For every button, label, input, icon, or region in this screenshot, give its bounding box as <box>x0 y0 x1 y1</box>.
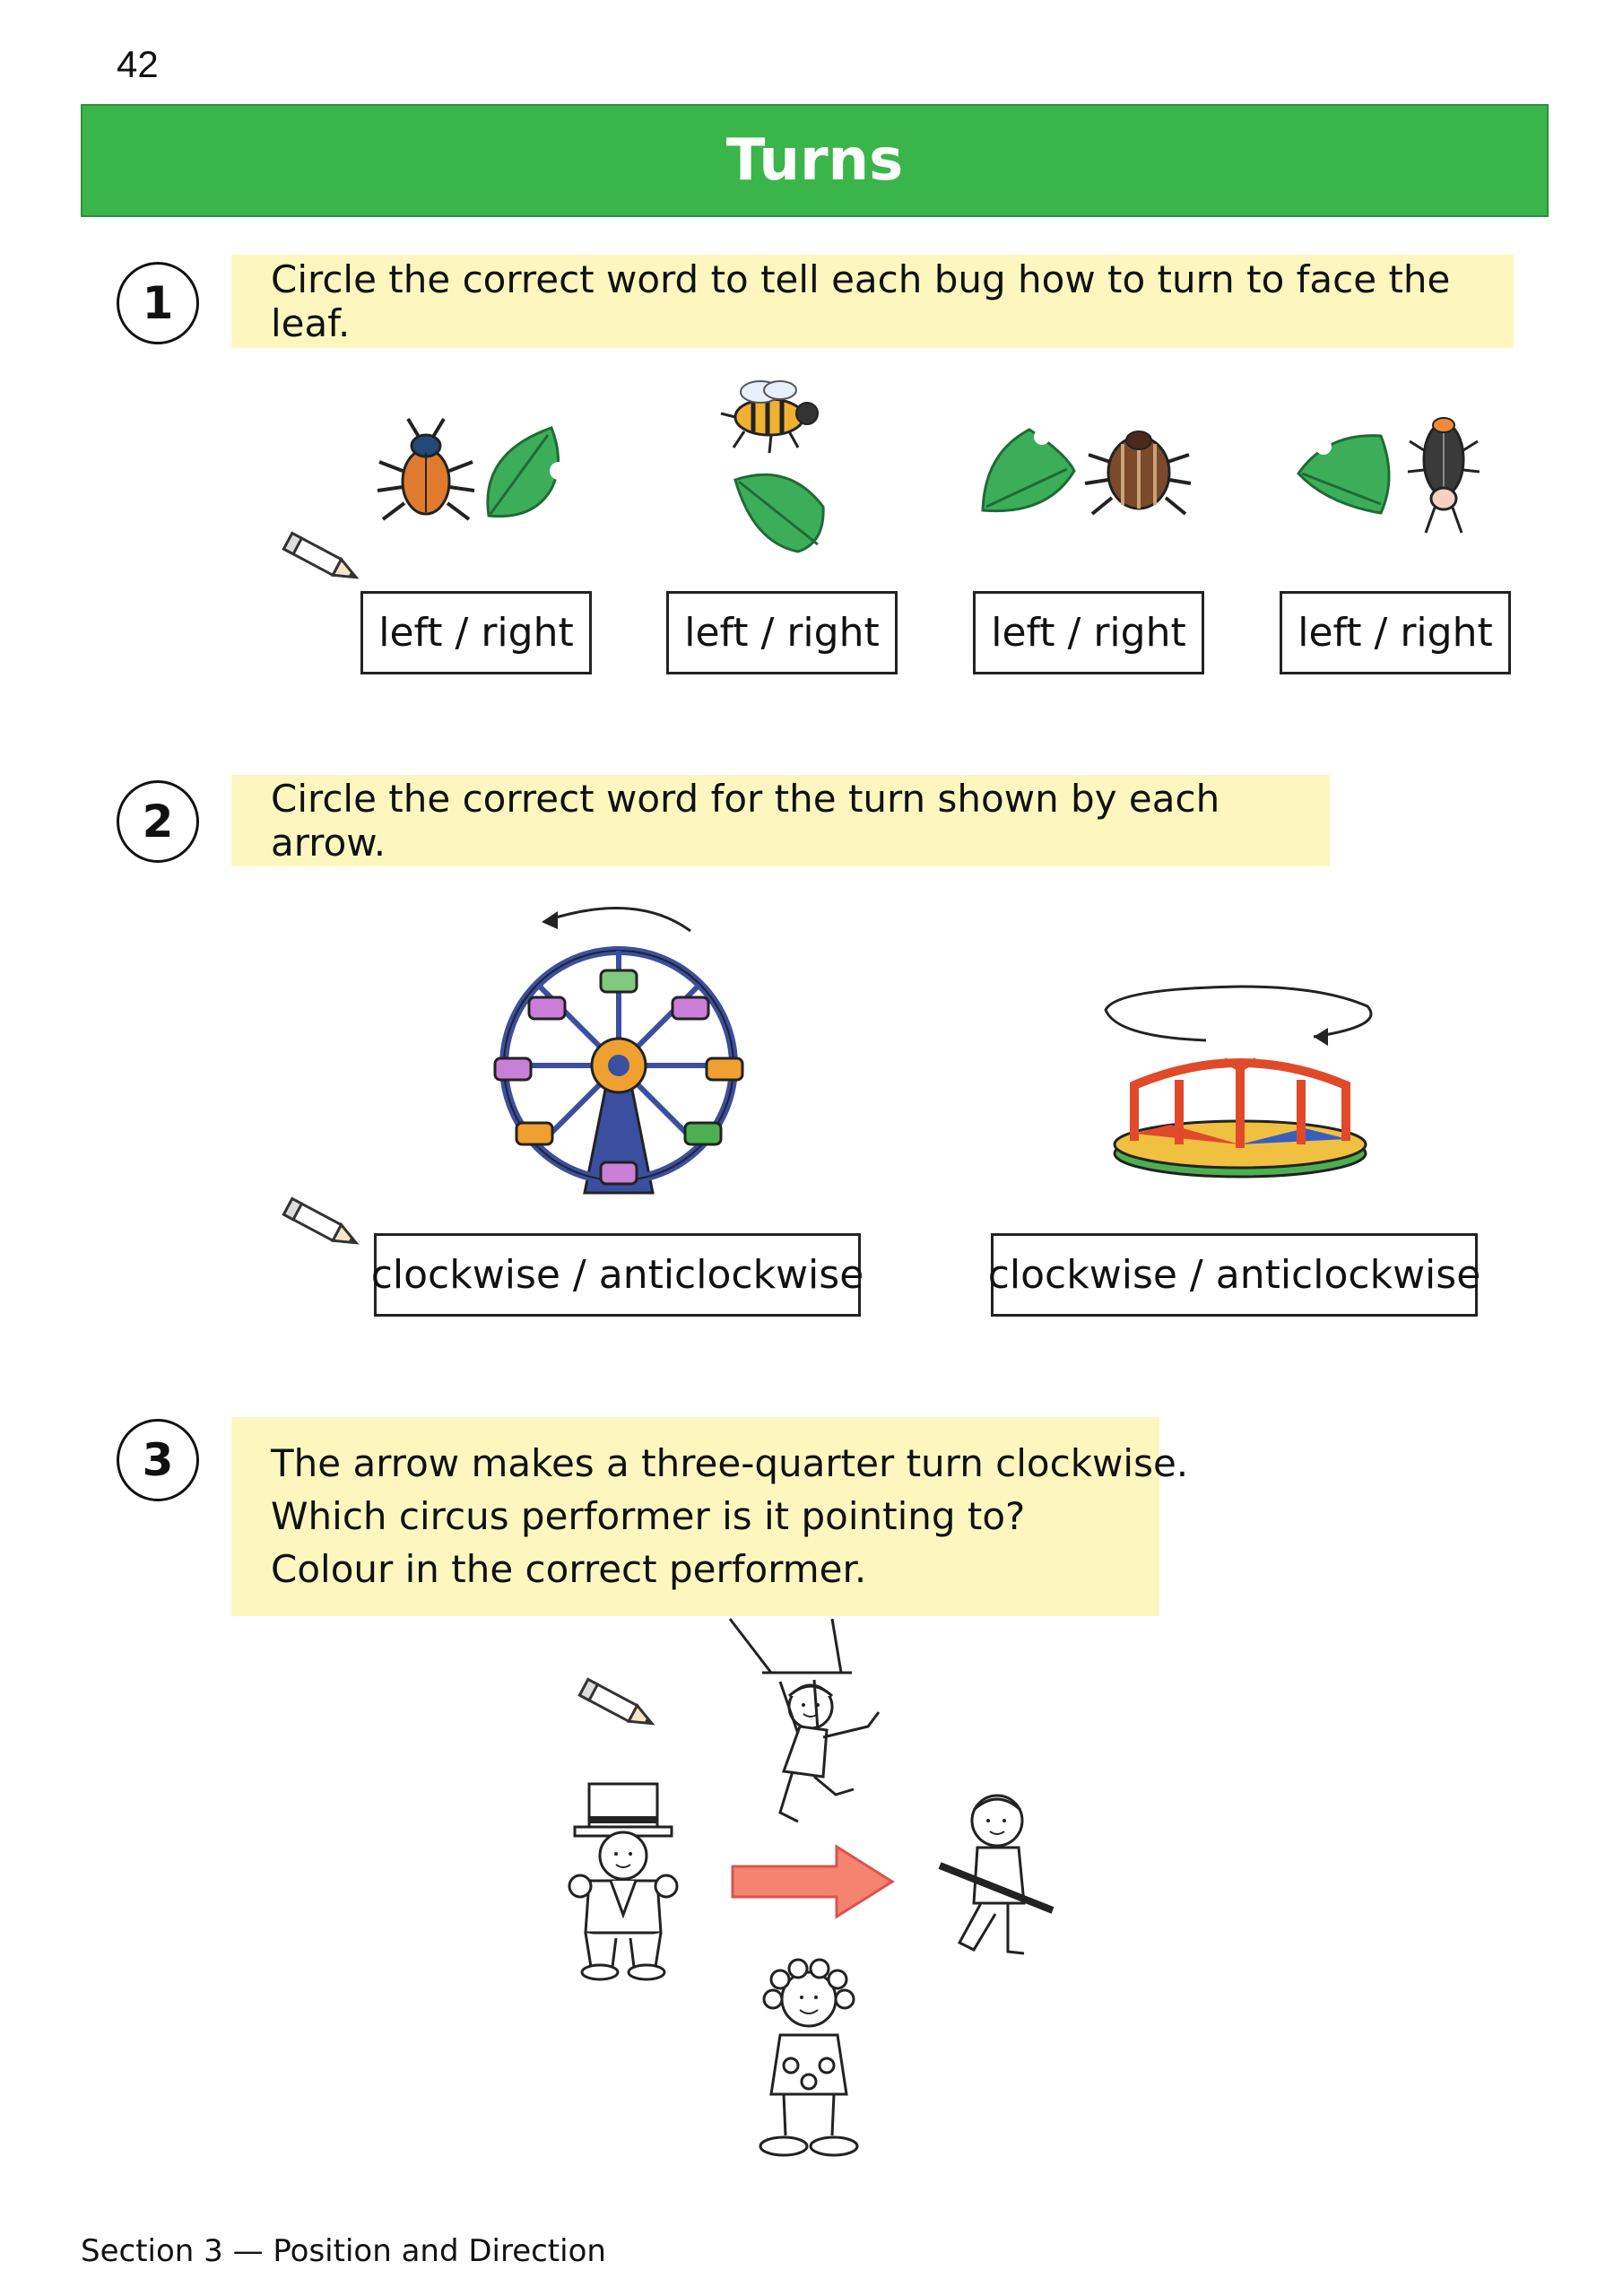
question-3-prompt: The arrow makes a three-quarter turn clo… <box>231 1417 1189 1616</box>
question-3-number: 3 <box>117 1419 199 1501</box>
question-3-line-2: Which circus performer is it pointing to… <box>271 1494 1026 1538</box>
pencil-icon <box>577 1677 655 1726</box>
answer-box-roundabout[interactable]: clockwise / anticlockwise <box>988 1233 1480 1317</box>
ferris-wheel-scene <box>493 907 744 1195</box>
turn-arrow-icon <box>1104 985 1373 1042</box>
roundabout-icon <box>1113 1057 1367 1178</box>
pencil-icon <box>282 531 360 579</box>
answer-box-bug-4[interactable]: left / right <box>1280 591 1511 674</box>
bug-scene-2 <box>720 380 825 553</box>
trapeze-artist-performer[interactable] <box>717 1618 897 1834</box>
leaf-icon <box>1297 434 1391 515</box>
answer-box-bug-1[interactable]: left / right <box>360 591 592 674</box>
firefly-icon <box>1407 417 1480 534</box>
answer-box-bug-3[interactable]: left / right <box>973 591 1204 674</box>
leaf-icon <box>981 428 1076 513</box>
bug-scene-1 <box>377 417 568 521</box>
ferris-wheel-icon <box>493 946 744 1195</box>
question-2-prompt: Circle the correct word for the turn sho… <box>231 775 1330 866</box>
pointer-arrow-icon <box>731 1844 895 1919</box>
bug-scene-3 <box>981 428 1192 516</box>
leaf-icon <box>733 473 825 553</box>
question-1-number: 1 <box>117 262 199 344</box>
answer-box-ferris-wheel[interactable]: clockwise / anticlockwise <box>371 1233 864 1317</box>
turn-arrow-icon <box>546 907 691 933</box>
acrobat-performer[interactable] <box>933 1785 1058 1973</box>
title-bar: Turns <box>81 104 1549 217</box>
orange-beetle-icon <box>377 417 475 521</box>
brown-beetle-icon <box>1084 430 1192 516</box>
pencil-icon <box>282 1196 360 1245</box>
question-2-number: 2 <box>117 780 199 863</box>
page-title: Turns <box>725 127 904 194</box>
leaf-icon <box>486 426 568 518</box>
roundabout-scene <box>1104 985 1373 1178</box>
answer-box-bug-2[interactable]: left / right <box>666 591 898 674</box>
bug-scene-4 <box>1297 417 1480 534</box>
question-3-line-1: The arrow makes a three-quarter turn clo… <box>271 1441 1189 1485</box>
section-footer: Section 3 — Position and Direction <box>81 2233 606 2269</box>
question-1-prompt: Circle the correct word to tell each bug… <box>231 255 1514 348</box>
ringmaster-performer[interactable] <box>560 1780 686 1982</box>
clown-performer[interactable] <box>753 1958 865 2166</box>
question-3-line-3: Colour in the correct performer. <box>271 1547 867 1591</box>
page-number: 42 <box>117 43 159 85</box>
bee-icon <box>720 380 819 454</box>
